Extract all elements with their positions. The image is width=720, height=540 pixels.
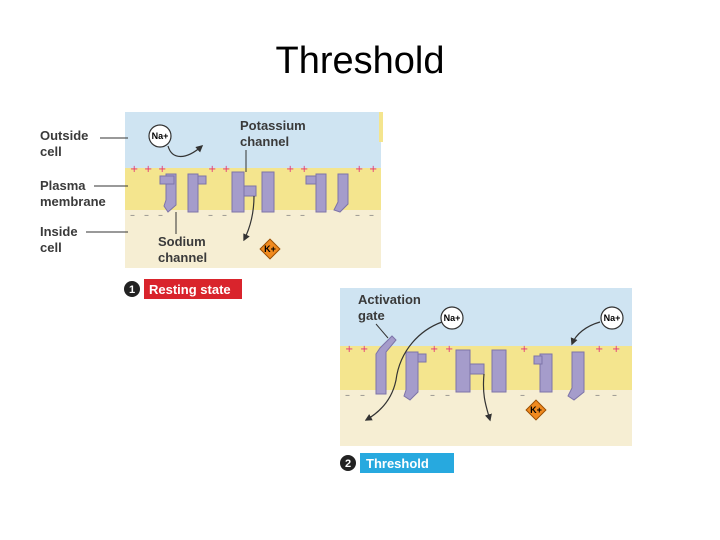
svg-text:–: – (286, 210, 291, 221)
label-potassium-channel: Potassium channel (240, 118, 309, 149)
svg-text:Resting state: Resting state (149, 282, 231, 297)
svg-text:K+: K+ (530, 405, 542, 415)
step-badge-threshold: 2 Threshold (340, 453, 454, 473)
panel-resting-state: +++ ++ ++ ++ ––– –– –– –– (40, 112, 383, 299)
k-arrow (243, 195, 255, 242)
intracellular-region-2 (340, 390, 632, 446)
sodium-channel-open (375, 335, 427, 401)
svg-text:–: – (355, 210, 360, 221)
svg-text:+: + (430, 344, 438, 355)
svg-text:–: – (595, 390, 600, 401)
label-activation-gate: Activation gate (358, 292, 424, 323)
svg-text:–: – (445, 390, 450, 401)
na-ion-3: Na+ (600, 306, 624, 330)
svg-text:+: + (360, 344, 368, 355)
slide-title: Threshold (275, 40, 445, 82)
svg-text:+: + (130, 164, 138, 175)
panel-threshold: ++ ++ + ++ –– –– – –– (340, 288, 632, 473)
svg-text:Na+: Na+ (444, 313, 461, 323)
svg-text:+: + (369, 164, 377, 175)
negative-charges-2: –– –– – –– (345, 390, 617, 401)
svg-text:+: + (222, 164, 230, 175)
svg-text:–: – (144, 210, 149, 221)
label-sodium-channel: Sodium channel (158, 234, 209, 265)
svg-text:+: + (144, 164, 152, 175)
k-arrow-2 (482, 373, 492, 422)
svg-text:2: 2 (345, 458, 351, 470)
svg-text:–: – (430, 390, 435, 401)
svg-text:+: + (158, 164, 166, 175)
svg-text:–: – (520, 390, 525, 401)
potassium-channel (231, 171, 275, 213)
label-plasma-membrane: Plasma membrane (40, 178, 106, 209)
svg-text:+: + (612, 344, 620, 355)
svg-text:1: 1 (129, 284, 135, 296)
svg-text:+: + (445, 344, 453, 355)
positive-charges-2: + + + + + + + (345, 344, 620, 355)
positive-charges: + + + + + + + + + (130, 164, 377, 175)
svg-text:–: – (222, 210, 227, 221)
svg-text:–: – (208, 210, 213, 221)
potassium-channel-2 (455, 349, 507, 393)
svg-text:+: + (286, 164, 294, 175)
svg-text:–: – (300, 210, 305, 221)
extracellular-region-2 (340, 288, 632, 346)
svg-text:–: – (130, 210, 135, 221)
k-ion-2: K+ (525, 399, 547, 421)
label-inside-cell: Inside cell (40, 224, 81, 255)
sodium-channel (159, 173, 207, 213)
sodium-channel-2 (305, 173, 349, 213)
negative-charges: ––– –– –– –– (130, 210, 374, 221)
svg-text:Na+: Na+ (604, 313, 621, 323)
svg-text:Threshold: Threshold (366, 456, 429, 471)
label-outside-cell: Outside cell (40, 128, 92, 159)
svg-text:–: – (369, 210, 374, 221)
svg-text:–: – (345, 390, 350, 401)
svg-text:K+: K+ (264, 244, 276, 254)
svg-text:–: – (360, 390, 365, 401)
na-ion-2: Na+ (440, 306, 464, 330)
svg-text:+: + (345, 344, 353, 355)
na-inflow-arrow-2 (570, 321, 601, 346)
na-arrow (167, 145, 204, 158)
intracellular-region (125, 210, 381, 268)
svg-text:–: – (612, 390, 617, 401)
step-badge-resting: 1 Resting state (124, 279, 242, 299)
svg-text:+: + (208, 164, 216, 175)
na-inflow-arrow (364, 321, 443, 421)
svg-text:–: – (158, 210, 163, 221)
svg-text:+: + (355, 164, 363, 175)
svg-text:+: + (520, 344, 528, 355)
k-ion: K+ (259, 238, 281, 260)
svg-text:Na+: Na+ (152, 131, 169, 141)
svg-text:+: + (300, 164, 308, 175)
svg-text:+: + (595, 344, 603, 355)
na-ion: Na+ (148, 124, 172, 148)
sodium-channel-open-2 (533, 351, 585, 401)
